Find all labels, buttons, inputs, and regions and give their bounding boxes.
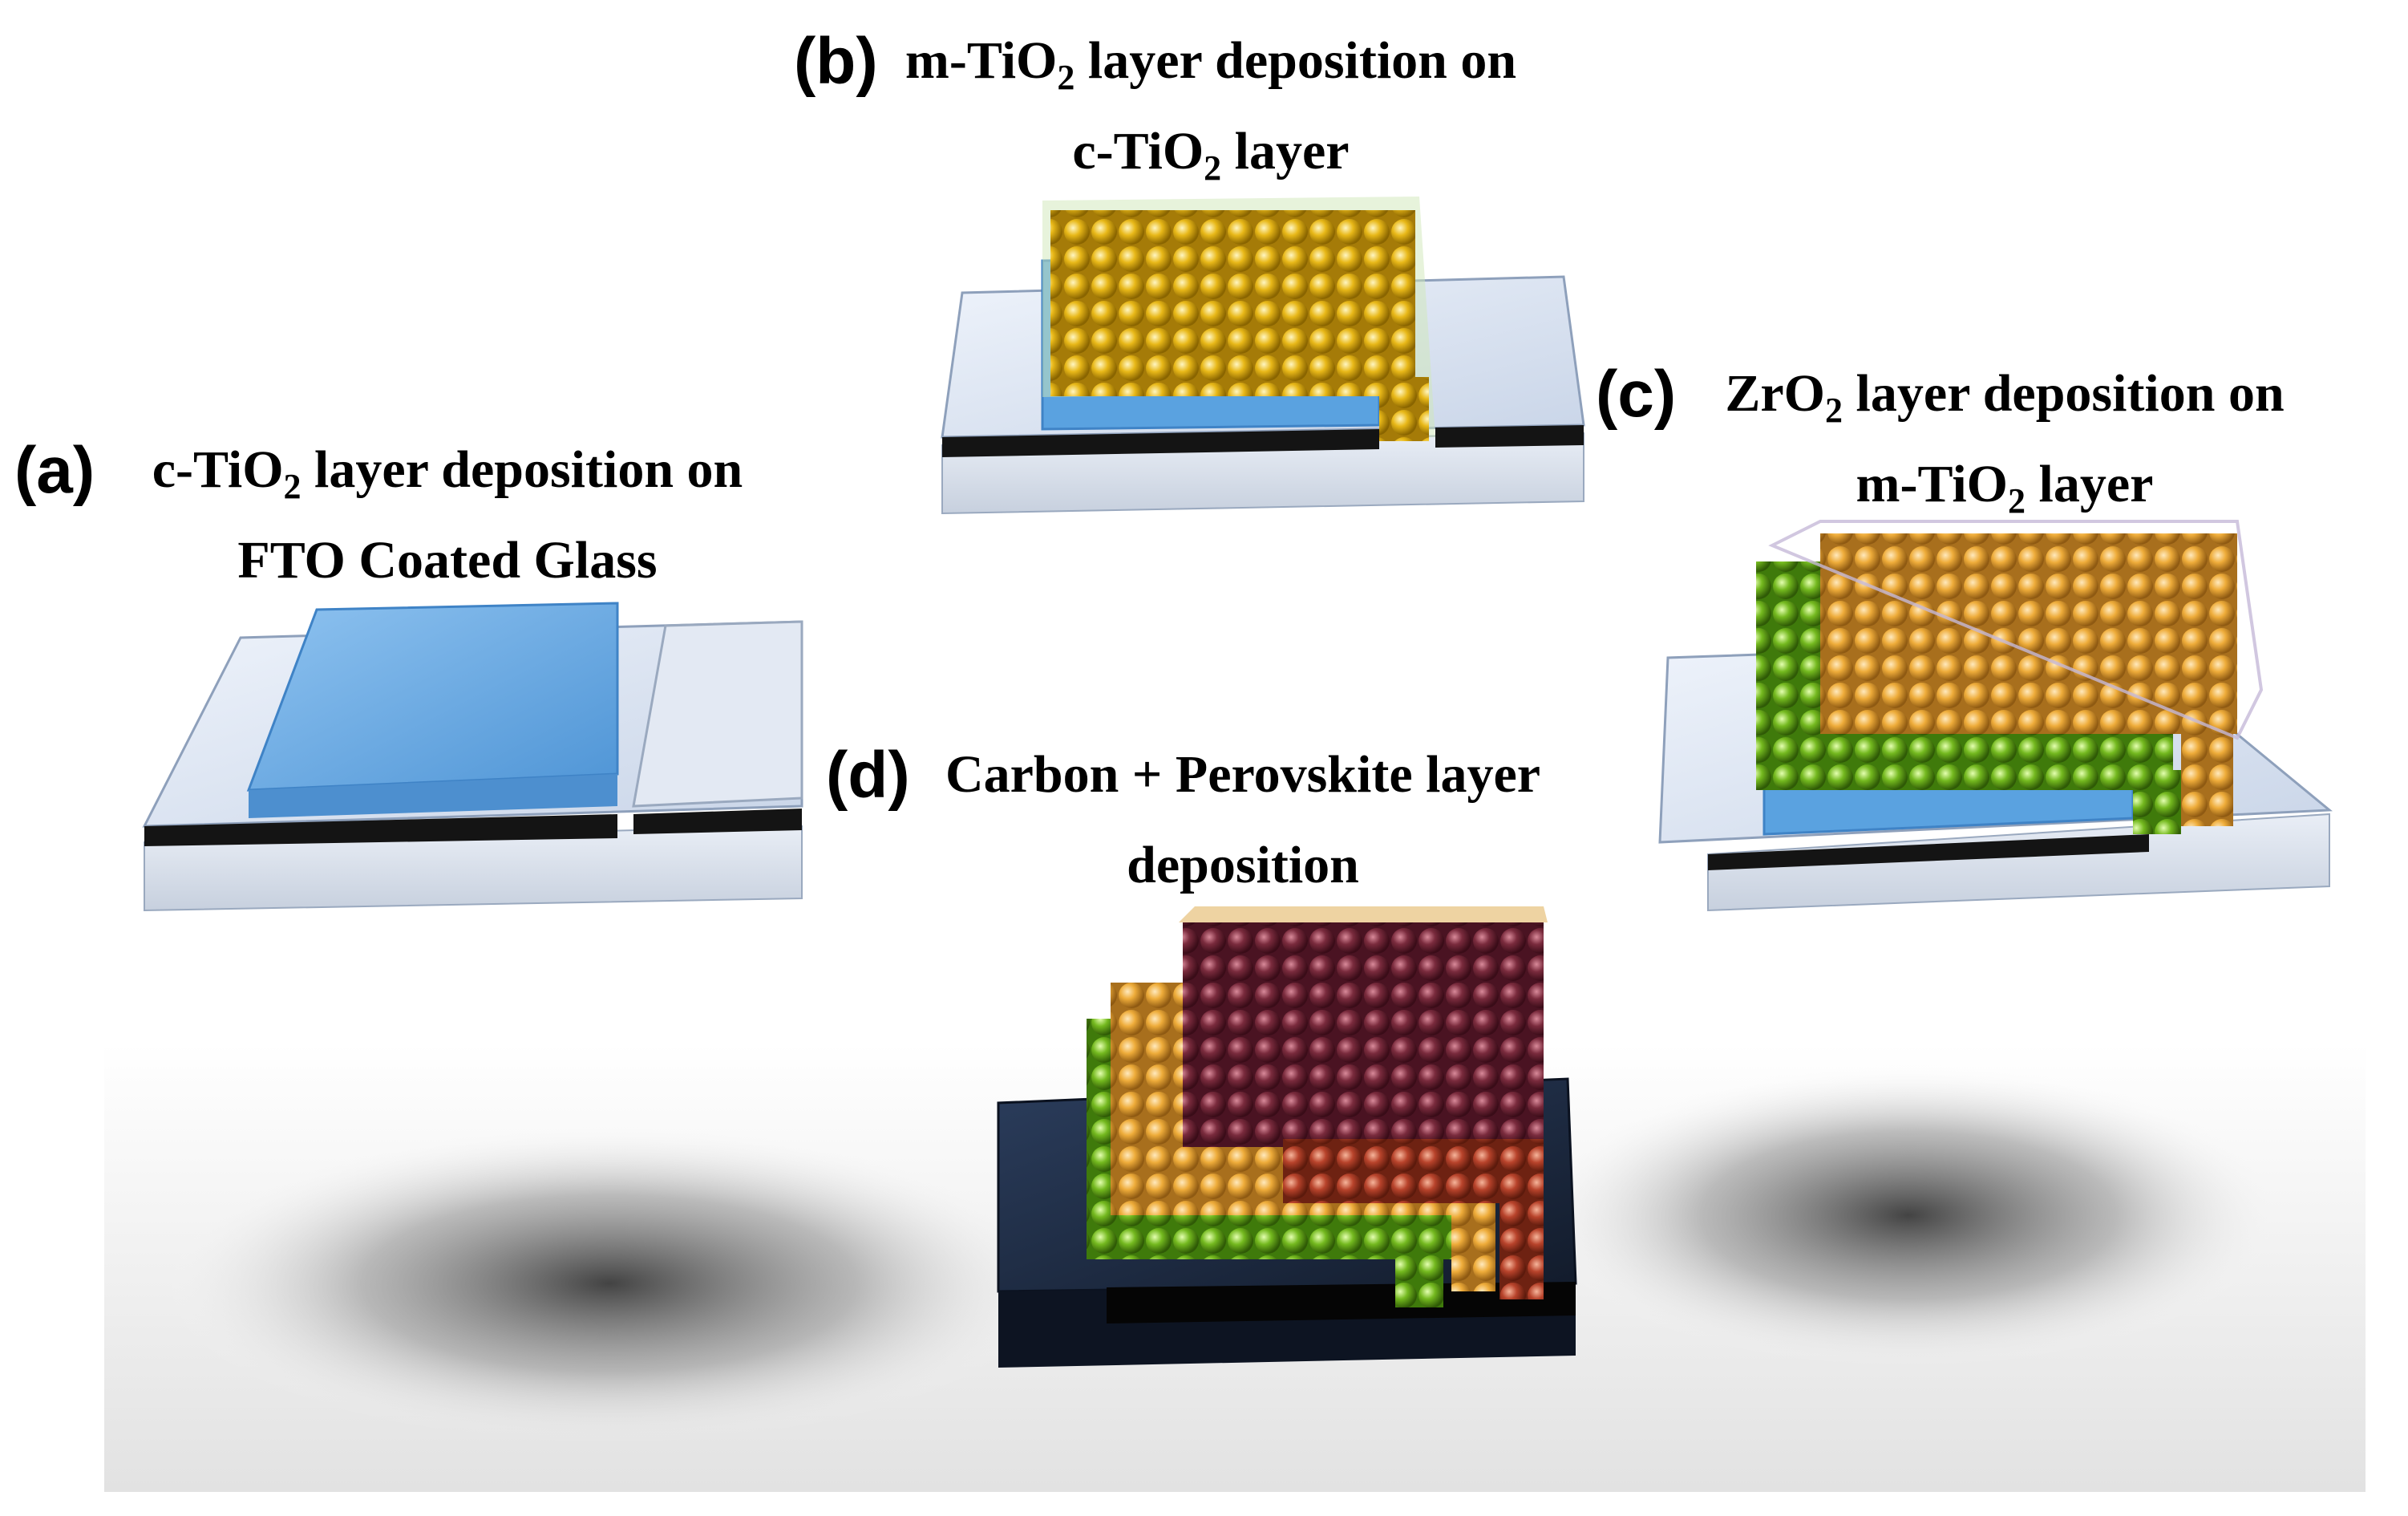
panel-a-line2: FTO Coated Glass — [237, 531, 658, 590]
shadow-right — [1532, 1063, 2285, 1368]
panel-d-orange-step — [1451, 1187, 1495, 1291]
panel-a-ctio2-front — [249, 774, 617, 818]
panel-c-device — [1658, 520, 2333, 912]
panel-b-text: m-TiO2 layer deposition on c-TiO2 layer — [890, 24, 1532, 205]
panel-d-red-step — [1499, 1139, 1544, 1299]
panel-a-line1: c-TiO2 layer deposition on — [152, 440, 743, 506]
panel-c-text: ZrO2 layer deposition on m-TiO2 layer — [1688, 357, 2321, 538]
panel-b-line2: c-TiO2 layer — [1072, 122, 1350, 188]
panel-b-device — [941, 197, 1585, 515]
panel-c-orange-block — [1820, 533, 2237, 734]
panel-b-letter: (b) — [794, 25, 878, 98]
panel-d-fto-black — [1107, 1282, 1576, 1323]
panel-b-line1: m-TiO2 layer deposition on — [905, 31, 1517, 97]
shadow-left — [160, 1123, 1058, 1444]
panel-c-green-step — [2133, 770, 2181, 834]
panel-a-fto-right — [633, 809, 802, 834]
panel-c-glass-front — [1707, 813, 2330, 912]
panel-c-top-frame — [1768, 520, 2264, 740]
panel-b-fto — [942, 429, 1379, 457]
panel-c-line2: m-TiO2 layer — [1856, 455, 2154, 521]
panel-a-device — [142, 602, 803, 912]
panel-d-green-step — [1395, 1219, 1443, 1307]
panel-a-right-strip-top — [632, 620, 803, 808]
panel-d-line2: deposition — [1127, 836, 1359, 894]
panel-a-letter: (a) — [14, 434, 95, 507]
panel-b-fto-right — [1435, 425, 1584, 448]
panel-b-mtio2-step — [1379, 377, 1429, 441]
panel-d-text: Carbon + Perovskite layer deposition — [914, 738, 1572, 919]
panel-a-fto-left — [144, 814, 617, 846]
panel-c-letter: (c) — [1596, 358, 1677, 431]
panel-d-maroon-block — [1183, 922, 1544, 1147]
panel-d-letter: (d) — [826, 739, 910, 812]
panel-c-fto — [1708, 834, 2149, 870]
panel-d-top-frame — [1179, 906, 1548, 922]
panel-d-line1: Carbon + Perovskite layer — [945, 745, 1541, 804]
panel-c-line1: ZrO2 layer deposition on — [1725, 364, 2285, 430]
panel-a-text: c-TiO2 layer deposition on FTO Coated Gl… — [119, 433, 776, 614]
panel-a-ctio2-top — [246, 602, 619, 792]
panel-d-device — [997, 906, 1577, 1368]
panel-b-mtio2-block — [1050, 210, 1415, 396]
